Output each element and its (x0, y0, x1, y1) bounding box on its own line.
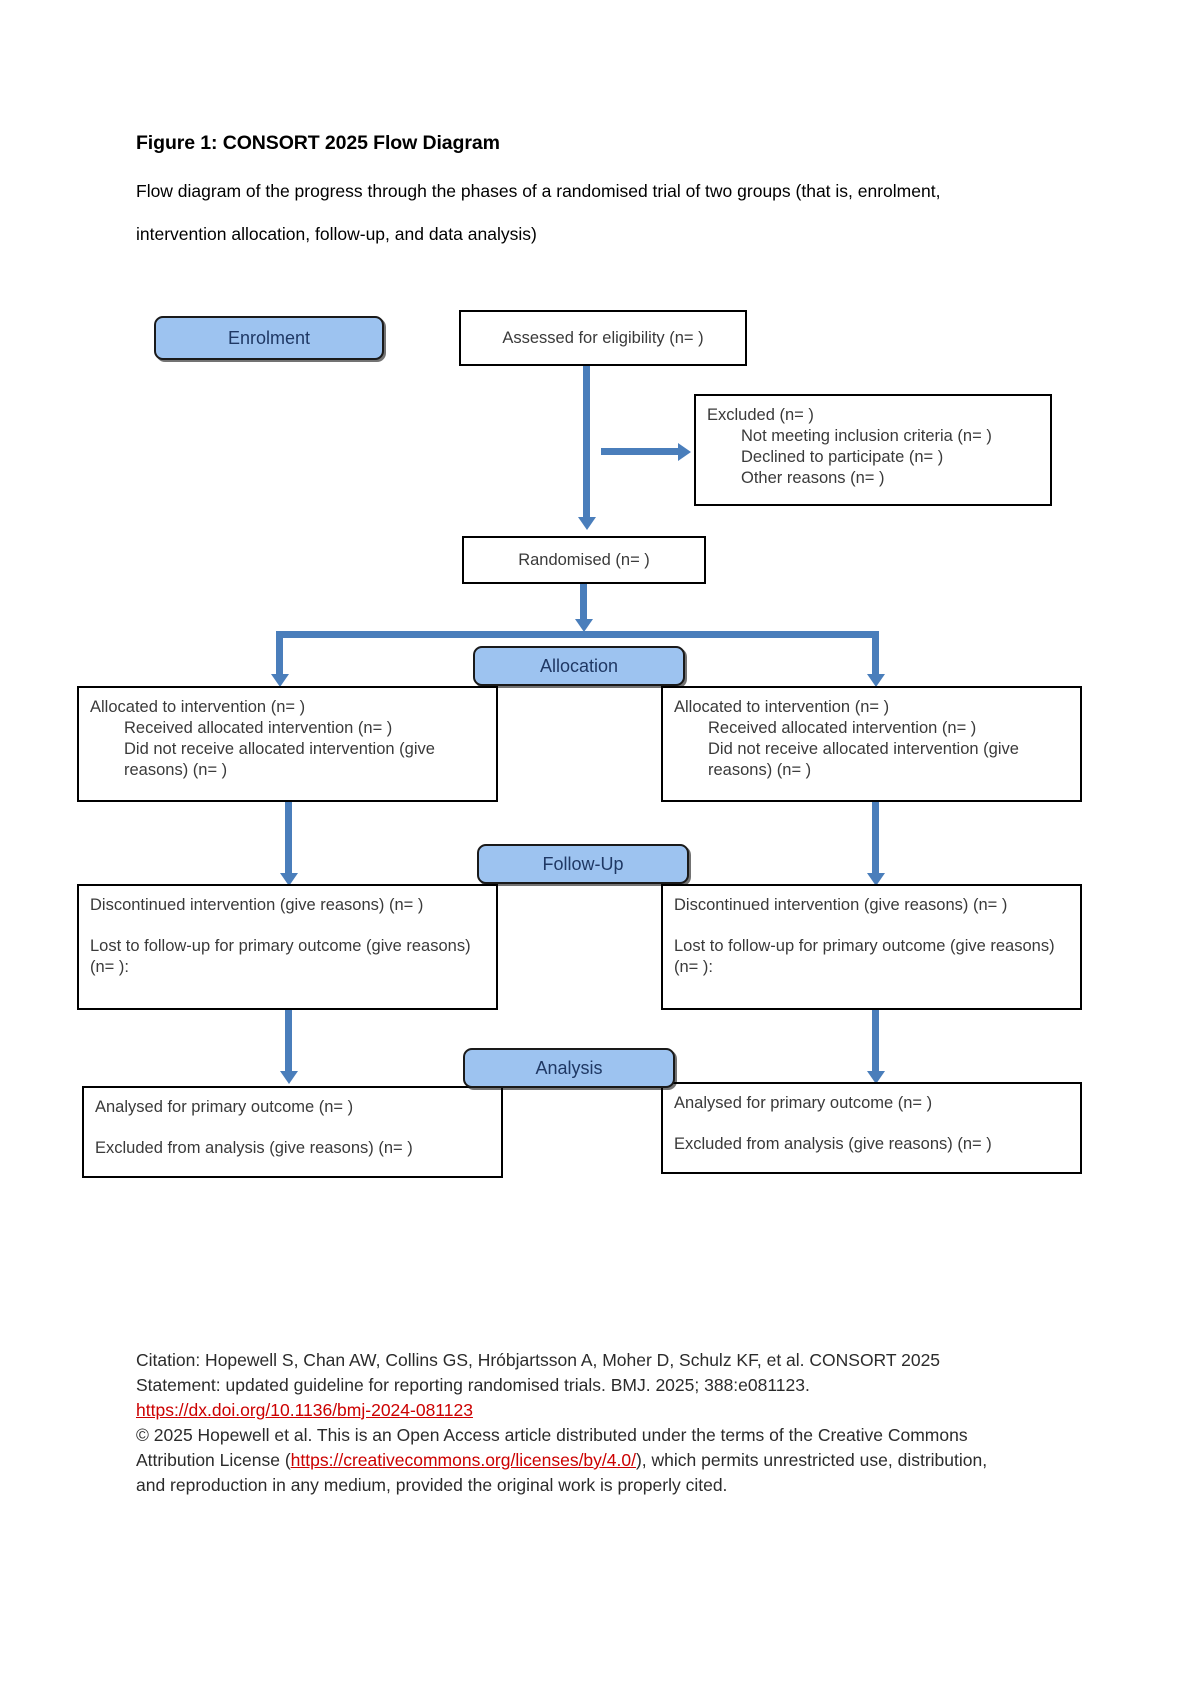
arrow-to-excluded (601, 448, 679, 455)
followup-right-spacer (674, 916, 1069, 936)
arrow-allocation-left (276, 631, 283, 675)
allocation-left-line3: Did not receive allocated intervention (… (124, 740, 440, 779)
box-followup-right: Discontinued intervention (give reasons)… (661, 884, 1082, 1010)
followup-right-line1: Discontinued intervention (give reasons)… (674, 896, 1008, 914)
excluded-reason-0: Not meeting inclusion criteria (n= ) (741, 427, 992, 445)
analysis-right-spacer (674, 1114, 1069, 1134)
arrow-assessed-to-randomised (583, 366, 590, 518)
excluded-title: Excluded (n= ) (707, 406, 814, 424)
box-randomised: Randomised (n= ) (462, 536, 706, 584)
arrow-allocation-right (872, 631, 879, 675)
allocation-right-line2: Received allocated intervention (n= ) (708, 719, 977, 737)
citation-block: Citation: Hopewell S, Chan AW, Collins G… (136, 1348, 996, 1498)
followup-right-line2: Lost to follow-up for primary outcome (g… (674, 937, 1060, 976)
box-analysis-left: Analysed for primary outcome (n= ) Exclu… (82, 1086, 503, 1178)
followup-left-spacer (90, 916, 485, 936)
arrow-allocation-left-to-followup (285, 802, 292, 874)
box-allocation-right: Allocated to intervention (n= ) Received… (661, 686, 1082, 802)
box-excluded: Excluded (n= ) Not meeting inclusion cri… (694, 394, 1052, 506)
analysis-left-spacer (95, 1118, 490, 1138)
followup-left-line1: Discontinued intervention (give reasons)… (90, 896, 424, 914)
excluded-reason-2: Other reasons (n= ) (741, 469, 885, 487)
phase-label-allocation: Allocation (539, 655, 619, 676)
phase-label-followup: Follow-Up (542, 853, 624, 874)
arrow-randomised-down (580, 584, 587, 620)
box-assessed-for-eligibility: Assessed for eligibility (n= ) (459, 310, 747, 366)
followup-left-line2: Lost to follow-up for primary outcome (g… (90, 937, 476, 976)
citation-doi-link[interactable]: https://dx.doi.org/10.1136/bmj-2024-0811… (136, 1400, 473, 1420)
allocation-left-line2: Received allocated intervention (n= ) (124, 719, 393, 737)
box-analysis-right: Analysed for primary outcome (n= ) Exclu… (661, 1082, 1082, 1174)
arrow-allocation-right-to-followup (872, 802, 879, 874)
arrow-followup-left-to-analysis (285, 1010, 292, 1072)
allocation-left-line1: Allocated to intervention (n= ) (90, 698, 306, 716)
citation-part1: Citation: Hopewell S, Chan AW, Collins G… (136, 1350, 941, 1395)
phase-banner-allocation: Allocation (473, 646, 685, 686)
phase-banner-followup: Follow-Up (477, 844, 689, 884)
analysis-right-line1: Analysed for primary outcome (n= ) (674, 1094, 933, 1112)
figure-title: Figure 1: CONSORT 2025 Flow Diagram (136, 132, 500, 154)
citation-license-link[interactable]: https://creativecommons.org/licenses/by/… (290, 1450, 636, 1470)
randomised-text: Randomised (n= ) (518, 550, 650, 569)
phase-label-enrolment: Enrolment (227, 327, 311, 348)
excluded-reason-1: Declined to participate (n= ) (741, 448, 944, 466)
analysis-left-line1: Analysed for primary outcome (n= ) (95, 1098, 354, 1116)
citation-part2: © 2025 Hopewell et al. This is an Open A… (136, 1425, 968, 1470)
arrow-followup-right-to-analysis (872, 1010, 879, 1072)
allocation-distribution-line (276, 631, 879, 638)
phase-banner-analysis: Analysis (463, 1048, 675, 1088)
box-allocation-left: Allocated to intervention (n= ) Received… (77, 686, 498, 802)
analysis-right-line2: Excluded from analysis (give reasons) (n… (674, 1135, 992, 1153)
allocation-right-line1: Allocated to intervention (n= ) (674, 698, 890, 716)
analysis-left-line2: Excluded from analysis (give reasons) (n… (95, 1139, 413, 1157)
phase-banner-enrolment: Enrolment (154, 316, 384, 360)
box-followup-left: Discontinued intervention (give reasons)… (77, 884, 498, 1010)
figure-description: Flow diagram of the progress through the… (136, 181, 941, 244)
allocation-right-line3: Did not receive allocated intervention (… (708, 740, 1024, 779)
assessed-text: Assessed for eligibility (n= ) (502, 328, 704, 347)
phase-label-analysis: Analysis (535, 1057, 603, 1078)
citation-part3: ), which permits unrestricted use, distr… (136, 1450, 988, 1495)
